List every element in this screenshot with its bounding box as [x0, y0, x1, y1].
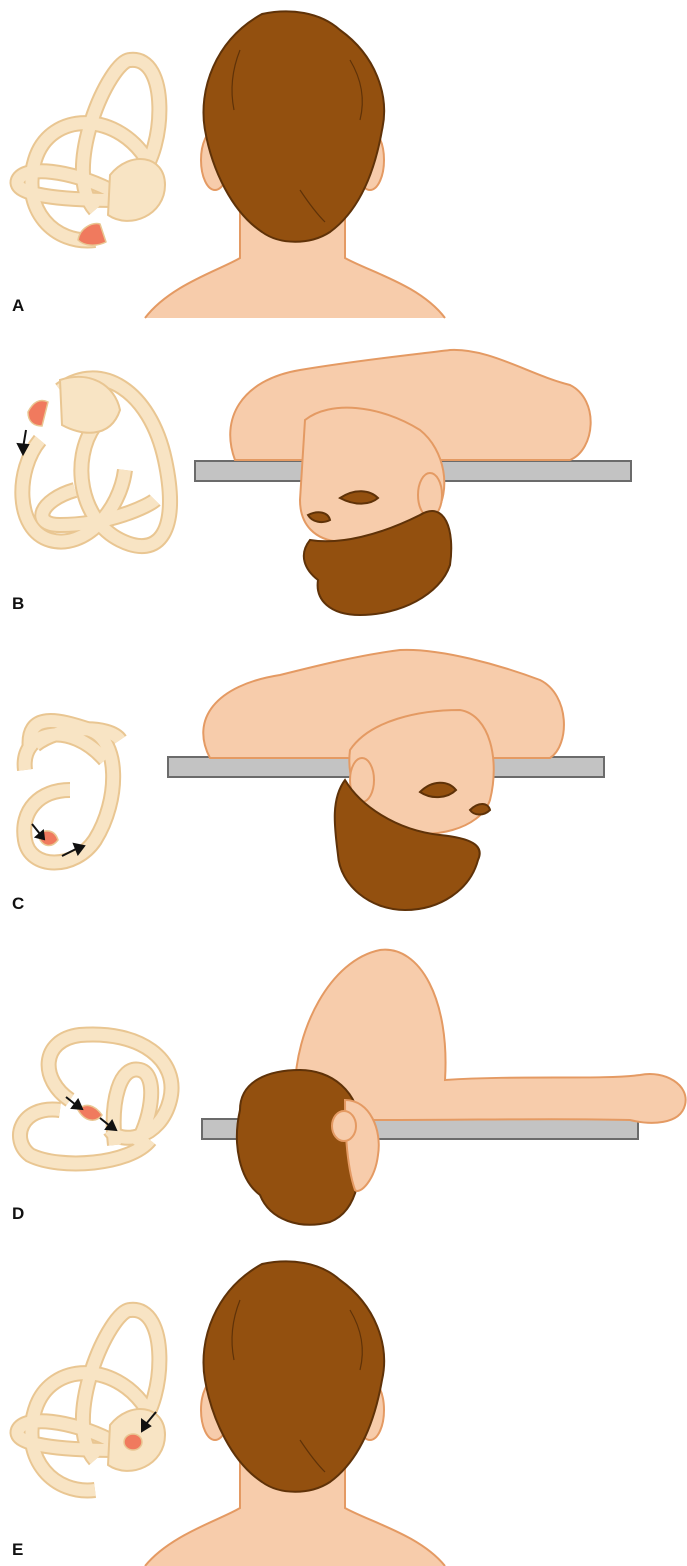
- otolith-debris: [124, 1434, 142, 1450]
- torso-and-arm: [295, 950, 686, 1123]
- ear: [332, 1111, 356, 1141]
- panel-label: B: [12, 594, 24, 614]
- inner-ear-labyrinth: [17, 1310, 165, 1491]
- panel-a: A: [0, 0, 687, 320]
- panel-label: C: [12, 894, 24, 914]
- panel-b: B: [0, 330, 687, 620]
- head-hair: [237, 1070, 361, 1225]
- head-hair: [203, 1261, 384, 1491]
- panel-b-illustration: [0, 330, 687, 620]
- otolith-debris: [28, 400, 48, 426]
- inner-ear-labyrinth: [22, 377, 170, 546]
- otolith-debris: [78, 224, 106, 246]
- panel-label: D: [12, 1204, 24, 1224]
- panel-d-illustration: [0, 940, 687, 1230]
- inner-ear-labyrinth: [17, 60, 165, 245]
- arrow-icon: [32, 824, 44, 839]
- inner-ear-labyrinth: [20, 1034, 172, 1163]
- panel-e-illustration: [0, 1250, 687, 1566]
- panel-label: E: [12, 1540, 23, 1560]
- panel-d: D: [0, 940, 687, 1230]
- inner-ear-labyrinth: [24, 721, 120, 862]
- arrow-icon: [66, 1097, 82, 1109]
- panel-label: A: [12, 296, 24, 316]
- head-hair: [203, 11, 384, 241]
- panel-a-illustration: [0, 0, 687, 320]
- panel-c: C: [0, 630, 687, 920]
- panel-c-illustration: [0, 630, 687, 920]
- panel-e: E: [0, 1250, 687, 1566]
